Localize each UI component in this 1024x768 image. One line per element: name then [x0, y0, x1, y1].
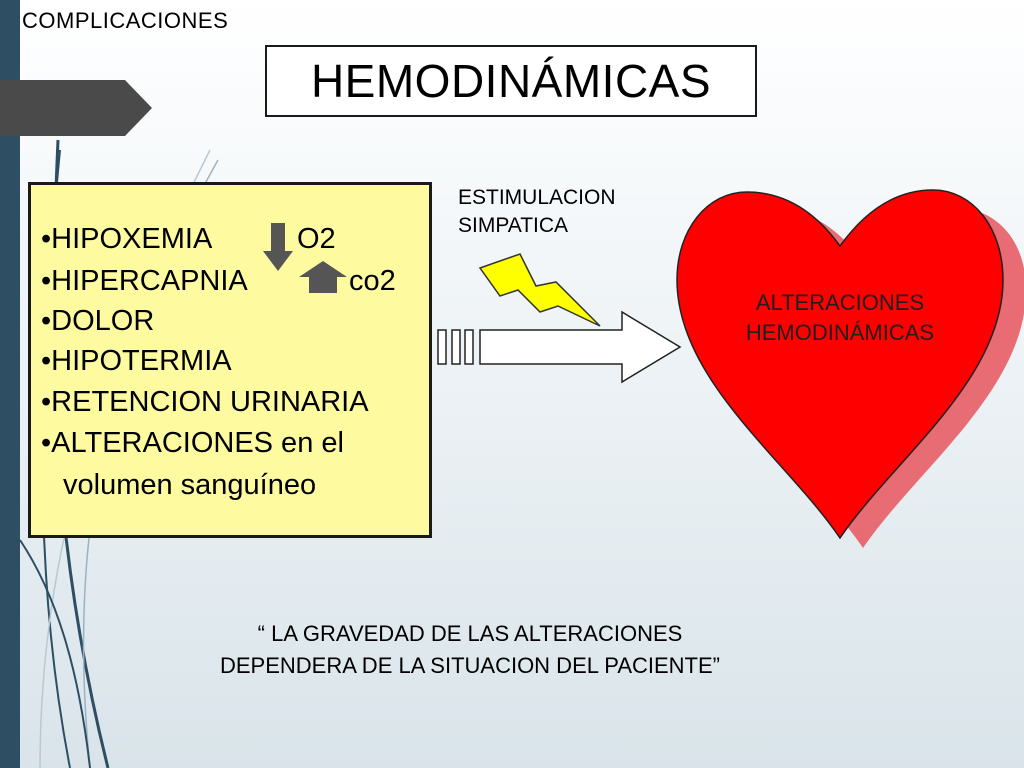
lightning-bolt-icon — [478, 253, 601, 327]
cause-item-dolor: •DOLOR — [41, 305, 154, 338]
title-box: HEMODINÁMICAS — [265, 45, 757, 117]
cause-label: DOLOR — [51, 305, 155, 337]
cause-item-hipotermia: •HIPOTERMIA — [41, 345, 232, 378]
bullet: • — [41, 305, 52, 337]
indicator-arrow-down-icon — [263, 223, 295, 281]
arrow-up-icon — [299, 261, 347, 293]
cause-label: RETENCION URINARIA — [51, 386, 369, 418]
left-tab-arrow-shape — [0, 80, 152, 136]
indicator-arrow-up-icon — [297, 259, 349, 303]
indicator-value-co2: co2 — [349, 265, 396, 297]
cause-item-hipoxemia: •HIPOXEMIA — [41, 223, 212, 256]
cause-label: HIPOXEMIA — [51, 223, 213, 255]
cause-item-volumen-sanguineo: volumen sanguíneo — [63, 469, 316, 502]
quote-line1: “ LA GRAVEDAD DE LAS ALTERACIONES — [257, 621, 683, 646]
cause-item-alteraciones: •ALTERACIONES en el — [41, 427, 344, 460]
quote: “ LA GRAVEDAD DE LAS ALTERACIONES DEPEND… — [160, 618, 780, 682]
cause-label: HIPERCAPNIA — [51, 265, 248, 297]
quote-line2: DEPENDERA DE LA SITUACION DEL PACIENTE” — [219, 653, 720, 678]
bullet: • — [41, 223, 52, 255]
arrow-down-icon — [263, 223, 293, 271]
process-arrow — [437, 310, 682, 384]
bullet: • — [41, 427, 52, 459]
bullet: • — [41, 345, 52, 377]
slide-title: HEMODINÁMICAS — [310, 55, 712, 107]
heart-label-line2: HEMODINÁMICAS — [745, 320, 935, 345]
stimulus-label-line1: ESTIMULACION — [458, 186, 616, 209]
heart-icon — [676, 189, 1004, 540]
cause-item-retencion-urinaria: •RETENCION URINARIA — [41, 386, 369, 419]
bullet: • — [41, 265, 52, 297]
cause-item-hipercapnia: •HIPERCAPNIA — [41, 265, 248, 298]
heart-label-line1: ALTERACIONES — [755, 290, 925, 315]
cause-label: volumen sanguíneo — [63, 469, 317, 501]
heart-shadow-shape — [700, 208, 1024, 548]
cause-label: HIPOTERMIA — [51, 345, 232, 377]
bullet: • — [41, 386, 52, 418]
cause-label: ALTERACIONES en el — [51, 427, 344, 459]
stimulus-label-line2: SIMPATICA — [458, 214, 569, 237]
section-label: COMPLICACIONES — [22, 8, 229, 33]
indicator-value-o2: O2 — [297, 223, 336, 255]
left-accent-bar — [0, 0, 20, 768]
stimulus-label: ESTIMULACION SIMPATICA — [458, 184, 616, 240]
causes-box: •HIPOXEMIA O2 •HIPERCAPNIA co2 •DOLOR •H… — [28, 182, 432, 538]
heart-label: ALTERACIONES HEMODINÁMICAS — [716, 288, 964, 348]
